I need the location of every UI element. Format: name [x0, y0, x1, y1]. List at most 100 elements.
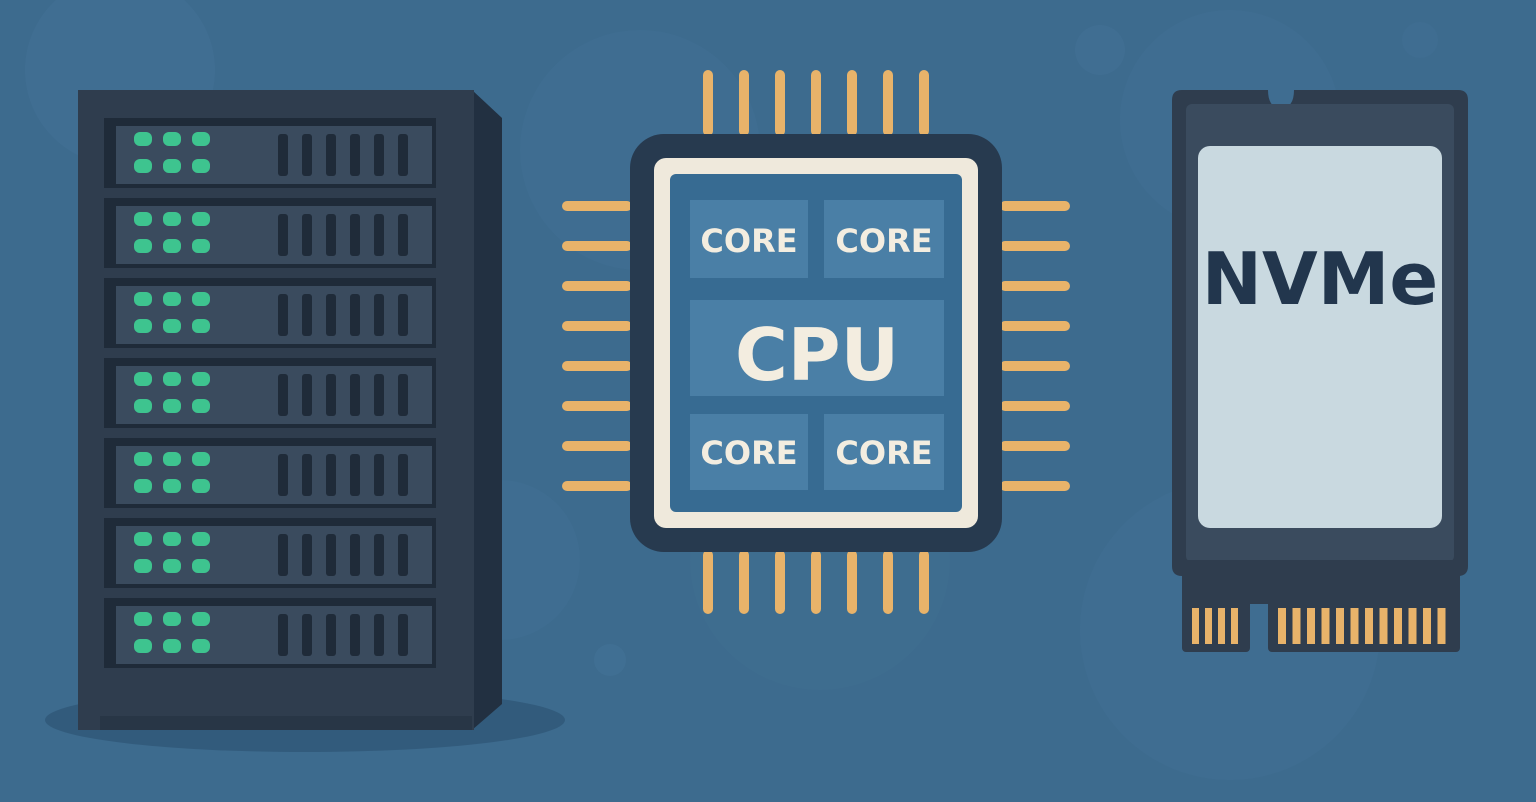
status-led: [192, 559, 210, 573]
status-led: [192, 372, 210, 386]
cpu-pin: [1000, 441, 1070, 451]
vent-slot: [278, 214, 288, 256]
vent-slot: [326, 534, 336, 576]
status-led: [134, 452, 152, 466]
ssd-contact: [1307, 608, 1315, 644]
status-led: [134, 639, 152, 653]
vent-slot: [374, 214, 384, 256]
cpu-pin: [739, 70, 749, 136]
vent-slot: [350, 374, 360, 416]
status-led: [134, 212, 152, 226]
status-led: [163, 612, 181, 626]
vent-slot: [278, 294, 288, 336]
status-led: [163, 239, 181, 253]
cpu-pin: [562, 481, 632, 491]
cpu-pin: [1000, 241, 1070, 251]
vent-slot: [302, 374, 312, 416]
status-led: [134, 292, 152, 306]
vent-slot: [398, 134, 408, 176]
status-led: [163, 132, 181, 146]
ssd-contact: [1350, 608, 1359, 644]
rack-unit: [104, 598, 436, 668]
status-led: [163, 479, 181, 493]
vent-slot: [278, 134, 288, 176]
ssd-contact: [1321, 608, 1330, 644]
core-block: [824, 200, 944, 278]
status-led: [134, 559, 152, 573]
status-led: [163, 292, 181, 306]
cpu-pin: [562, 361, 632, 371]
cpu-pin: [703, 70, 713, 136]
status-led: [163, 159, 181, 173]
ssd-contact: [1437, 608, 1446, 644]
cpu-pin: [1000, 401, 1070, 411]
status-led: [192, 292, 210, 306]
ssd-contact: [1394, 608, 1402, 644]
vent-slot: [326, 374, 336, 416]
ssd-contact: [1278, 608, 1286, 644]
vent-slot: [326, 614, 336, 656]
cpu-pin: [811, 70, 821, 136]
vent-slot: [374, 134, 384, 176]
status-led: [192, 639, 210, 653]
vent-slot: [398, 454, 408, 496]
vent-slot: [374, 614, 384, 656]
status-led: [163, 319, 181, 333]
vent-slot: [350, 134, 360, 176]
cpu-pin: [562, 321, 632, 331]
cpu-pin: [775, 70, 785, 136]
rack-unit: [104, 198, 436, 268]
vent-slot: [374, 374, 384, 416]
status-led: [192, 479, 210, 493]
core-label: CORE: [700, 222, 797, 260]
ssd-contact: [1231, 608, 1238, 644]
vent-slot: [302, 214, 312, 256]
status-led: [134, 612, 152, 626]
cpu-chip-icon: CORE CORE CPU CORE CORE: [562, 70, 1070, 614]
ssd-contact: [1205, 608, 1212, 644]
cpu-pin: [883, 70, 893, 136]
vent-slot: [398, 214, 408, 256]
ssd-contact: [1379, 608, 1388, 644]
core-block: [824, 414, 944, 490]
ssd-contact: [1218, 608, 1225, 644]
vent-slot: [374, 534, 384, 576]
rack-unit: [104, 518, 436, 588]
cpu-pins: [562, 70, 1070, 614]
vent-slot: [398, 534, 408, 576]
vent-slot: [350, 534, 360, 576]
core-label: CORE: [835, 434, 932, 472]
core-label: CORE: [700, 434, 797, 472]
server-rack-icon: [45, 90, 565, 752]
cpu-pin: [847, 550, 857, 614]
nvme-ssd-icon: NVMe: [1172, 90, 1468, 652]
status-led: [163, 452, 181, 466]
ssd-contact: [1423, 608, 1431, 644]
status-led: [134, 239, 152, 253]
cpu-pin: [562, 201, 632, 211]
cpu-pin: [811, 550, 821, 614]
vent-slot: [350, 454, 360, 496]
cpu-pin: [1000, 361, 1070, 371]
cpu-pin: [703, 550, 713, 614]
rack-unit: [104, 438, 436, 508]
core-block: [690, 414, 808, 490]
status-led: [163, 532, 181, 546]
status-led: [192, 532, 210, 546]
ssd-contact: [1408, 608, 1417, 644]
cpu-pin: [919, 70, 929, 136]
status-led: [134, 399, 152, 413]
rack-units: [104, 118, 436, 668]
vent-slot: [326, 134, 336, 176]
vent-slot: [326, 214, 336, 256]
status-led: [192, 319, 210, 333]
vent-slot: [278, 534, 288, 576]
ssd-contact: [1365, 608, 1373, 644]
status-led: [134, 532, 152, 546]
vent-slot: [374, 454, 384, 496]
cpu-pin: [562, 241, 632, 251]
vent-slot: [350, 214, 360, 256]
ssd-contact: [1192, 608, 1199, 644]
status-led: [192, 452, 210, 466]
